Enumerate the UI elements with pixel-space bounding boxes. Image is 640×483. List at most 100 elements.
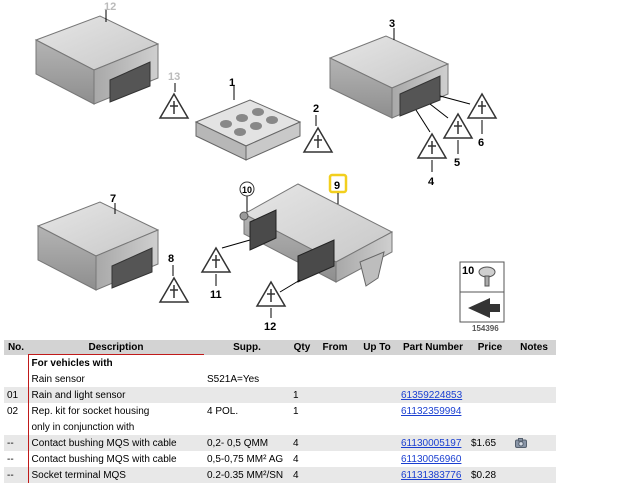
row-price — [468, 451, 512, 467]
row-up-to — [356, 467, 398, 483]
part-12-module: 12 — [34, 1, 160, 105]
part-6-warning-triangle: 6 — [439, 92, 498, 149]
row-description: Rep. kit for socket housing — [27, 403, 204, 419]
col-header-no: No. — [4, 340, 28, 355]
parts-diagram: 12 13 1 2 3 — [34, 1, 505, 333]
arrow-icon — [468, 298, 500, 318]
col-header-description: Description — [28, 340, 204, 355]
callout-label: 10 — [242, 185, 252, 195]
screw-inset: 10 154396 — [459, 261, 505, 333]
callout-label: 10 — [462, 265, 474, 277]
part-8-warning-triangle: 8 — [158, 253, 190, 303]
row-no: -- — [4, 435, 28, 451]
part-number-link[interactable]: 61132359994 — [401, 405, 462, 417]
row-description: Contact bushing MQS with cable — [27, 451, 204, 467]
col-header-part-number: Part Number — [398, 340, 468, 355]
part-number-link[interactable]: 61130005197 — [401, 437, 462, 449]
row-supp: 0.2-0.35 MM²/SN — [204, 467, 290, 483]
callout-label: 12 — [264, 321, 276, 333]
row-up-to — [356, 435, 398, 451]
row-up-to — [356, 419, 398, 435]
part-number-link[interactable]: 61130056960 — [401, 453, 462, 465]
row-qty: 4 — [290, 467, 314, 483]
row-supp — [204, 387, 290, 403]
callout-label: 1 — [229, 77, 235, 89]
row-supp: 0,5-0,75 MM² AG — [204, 451, 290, 467]
part-7-module: 7 — [36, 193, 160, 291]
table-header-row: No. Description Supp. Qty From Up To Par… — [4, 340, 556, 355]
row-up-to — [356, 451, 398, 467]
row-from — [314, 387, 356, 403]
part-13-warning-triangle: 13 — [158, 71, 190, 119]
callout-label: 4 — [428, 176, 435, 188]
callout-label: 13 — [168, 71, 180, 83]
col-header-up-to: Up To — [356, 340, 398, 355]
row-description: only in conjunction with — [27, 419, 204, 435]
parts-table-container: No. Description Supp. Qty From Up To Par… — [4, 340, 556, 483]
row-price — [468, 387, 512, 403]
row-no: -- — [4, 451, 28, 467]
table-row: -- Contact bushing MQS with cable 0,2- 0… — [4, 435, 556, 451]
table-row: 02 Rep. kit for socket housing 4 POL. 1 … — [4, 403, 556, 419]
row-price — [468, 419, 512, 435]
highlight-callout-9 — [328, 173, 348, 194]
row-supp: 0,2- 0,5 QMM — [204, 435, 290, 451]
col-header-price: Price — [468, 340, 512, 355]
table-row: -- Socket terminal MQS 0.2-0.35 MM²/SN 4… — [4, 467, 556, 483]
col-header-qty: Qty — [290, 340, 314, 355]
row-notes — [512, 435, 556, 451]
callout-label: 2 — [313, 103, 319, 115]
row-supp: 4 POL. — [204, 403, 290, 419]
part-number-link[interactable]: 61359224853 — [401, 389, 463, 401]
row-from — [314, 451, 356, 467]
row-notes — [512, 451, 556, 467]
part-11-warning-triangle: 11 — [200, 239, 251, 301]
camera-icon[interactable] — [515, 437, 527, 448]
part-number-link[interactable]: 61131383776 — [401, 469, 462, 481]
callout-label: 6 — [478, 137, 484, 149]
row-no: 02 — [4, 403, 28, 419]
table-row: only in conjunction with — [4, 419, 556, 435]
row-up-to — [356, 387, 398, 403]
part-9-control-module: 10 9 — [239, 173, 394, 287]
row-qty: 4 — [290, 451, 314, 467]
reference-number: 154396 — [472, 324, 499, 333]
callout-label: 9 — [334, 180, 340, 192]
group-title: For vehicles with — [27, 354, 204, 371]
group-subtitle: Rain sensor — [27, 371, 204, 387]
row-price: $1.65 — [468, 435, 512, 451]
part-2-warning-triangle: 2 — [302, 103, 334, 153]
row-up-to — [356, 403, 398, 419]
callout-label: 12 — [104, 1, 116, 13]
row-no: -- — [4, 467, 28, 483]
row-no — [4, 419, 28, 435]
row-price: $0.28 — [468, 467, 512, 483]
row-notes — [512, 403, 556, 419]
row-from — [314, 467, 356, 483]
callout-label: 5 — [454, 157, 460, 169]
parts-table: No. Description Supp. Qty From Up To Par… — [4, 340, 556, 483]
part-12-warning-triangle: 12 — [255, 279, 301, 333]
row-no: 01 — [4, 387, 28, 403]
callout-label: 11 — [210, 289, 222, 301]
callout-label: 7 — [110, 193, 116, 205]
callout-label: 8 — [168, 253, 174, 265]
row-notes — [512, 419, 556, 435]
row-from — [314, 435, 356, 451]
row-notes — [512, 387, 556, 403]
col-header-from: From — [314, 340, 356, 355]
row-description: Rain and light sensor — [27, 387, 204, 403]
part-1-socket-housing: 1 — [194, 77, 302, 161]
group-row: For vehicles with — [4, 354, 556, 371]
row-notes — [512, 467, 556, 483]
row-description: Socket terminal MQS — [27, 467, 204, 483]
row-qty: 1 — [290, 387, 314, 403]
row-description: Contact bushing MQS with cable — [27, 435, 204, 451]
part-5-warning-triangle: 5 — [429, 103, 474, 169]
row-from — [314, 403, 356, 419]
group-subrow: Rain sensor S521A=Yes — [4, 371, 556, 387]
row-qty: 4 — [290, 435, 314, 451]
col-header-supp: Supp. — [204, 340, 290, 355]
row-qty: 1 — [290, 403, 314, 419]
row-from — [314, 419, 356, 435]
